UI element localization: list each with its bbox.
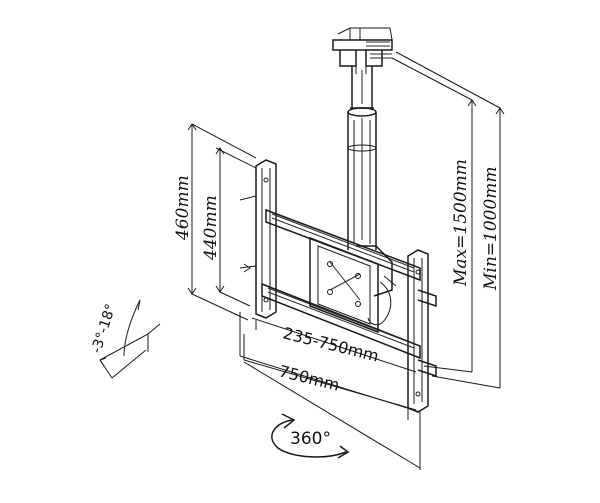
label-max-height: Max=1500mm (451, 159, 471, 287)
label-inner-height: 440mm (201, 195, 221, 261)
label-outer-height: 460mm (173, 175, 193, 241)
panel-height-dimension-lines (187, 123, 257, 321)
telescopic-pole (347, 66, 377, 250)
width-dimension-lines (239, 312, 421, 470)
label-min-height: Min=1000mm (481, 166, 501, 291)
label-tilt-range: -3°-18° (89, 302, 120, 355)
label-total-width: 750mm (277, 361, 341, 394)
label-rotation: 360° (290, 429, 331, 449)
ceiling-plate (332, 27, 393, 74)
height-dimension-lines (391, 51, 505, 389)
tv-mounting-bracket (239, 159, 437, 413)
tilt-indicator (99, 299, 161, 379)
labels: Max=1500mm Min=1000mm 460mm 440mm 235-75… (89, 159, 501, 449)
rotation-arrow (271, 413, 350, 459)
